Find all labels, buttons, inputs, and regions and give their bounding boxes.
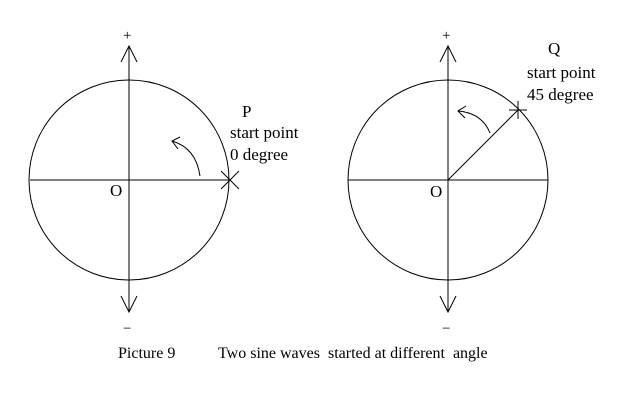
left-positive-sign: + [123, 28, 131, 44]
right-point-text-line1: start point [527, 63, 596, 82]
caption-text: Two sine waves started at different angl… [218, 345, 488, 362]
left-rotation-arrowhead-icon [171, 136, 181, 150]
left-up-arrow-icon [120, 44, 138, 63]
right-up-arrow-icon [439, 44, 457, 63]
right-point-name: Q [548, 39, 560, 58]
caption-figure-number: Picture 9 [118, 345, 175, 362]
left-start-point-cross-b [220, 170, 240, 190]
right-radius-line-45 [447, 109, 519, 181]
left-point-name: P [242, 102, 251, 121]
right-down-arrow-icon [439, 295, 457, 314]
right-rotation-arrow-icon [457, 110, 491, 134]
left-center-label: O [110, 181, 122, 200]
right-rotation-arrowhead-icon [457, 105, 467, 119]
left-point-text-line2: 0 degree [230, 145, 288, 164]
left-point-text-line1: start point [230, 123, 299, 142]
left-diagram: + − O P start point 0 degree [28, 28, 299, 337]
right-center-label: O [430, 182, 442, 201]
left-down-arrow-icon [120, 295, 138, 314]
right-diagram: + − O Q start point 45 degree [347, 28, 596, 337]
right-positive-sign: + [442, 28, 450, 44]
right-point-text-line2: 45 degree [527, 85, 594, 104]
right-negative-sign: − [442, 321, 450, 337]
caption: Picture 9 Two sine waves started at diff… [118, 345, 488, 362]
left-rotation-arrow-icon [171, 140, 201, 177]
left-negative-sign: − [123, 321, 131, 337]
